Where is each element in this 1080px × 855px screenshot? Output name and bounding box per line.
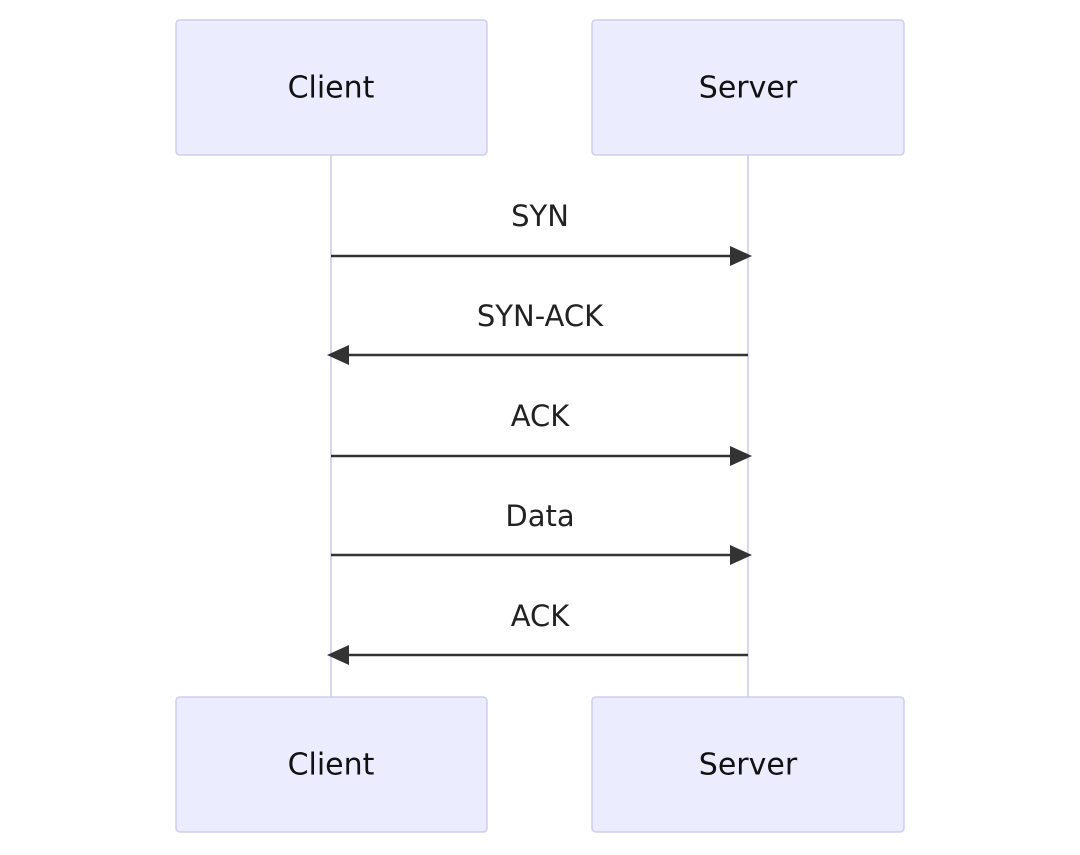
message-4: Data <box>331 499 752 565</box>
actor-bottom-server: Server <box>591 696 905 833</box>
arrowhead-right-icon <box>730 545 752 565</box>
message-label: ACK <box>511 399 571 433</box>
message-label: SYN <box>511 199 569 233</box>
message-5: ACK <box>327 599 748 665</box>
actor-label: Server <box>699 748 798 783</box>
actor-label: Client <box>288 748 375 783</box>
actor-bottom-client: Client <box>175 696 488 833</box>
message-label: Data <box>505 499 574 533</box>
arrowhead-left-icon <box>327 645 349 665</box>
arrowhead-right-icon <box>730 246 752 266</box>
actor-top-server: Server <box>591 19 905 156</box>
arrowhead-left-icon <box>327 345 349 365</box>
arrowhead-right-icon <box>730 446 752 466</box>
message-label: SYN-ACK <box>477 299 604 333</box>
actor-label: Client <box>288 71 375 106</box>
message-2: SYN-ACK <box>327 299 748 365</box>
message-1: SYN <box>331 199 752 266</box>
message-label: ACK <box>511 599 571 633</box>
message-3: ACK <box>331 399 752 466</box>
actor-label: Server <box>699 71 798 106</box>
actor-top-client: Client <box>175 19 488 156</box>
